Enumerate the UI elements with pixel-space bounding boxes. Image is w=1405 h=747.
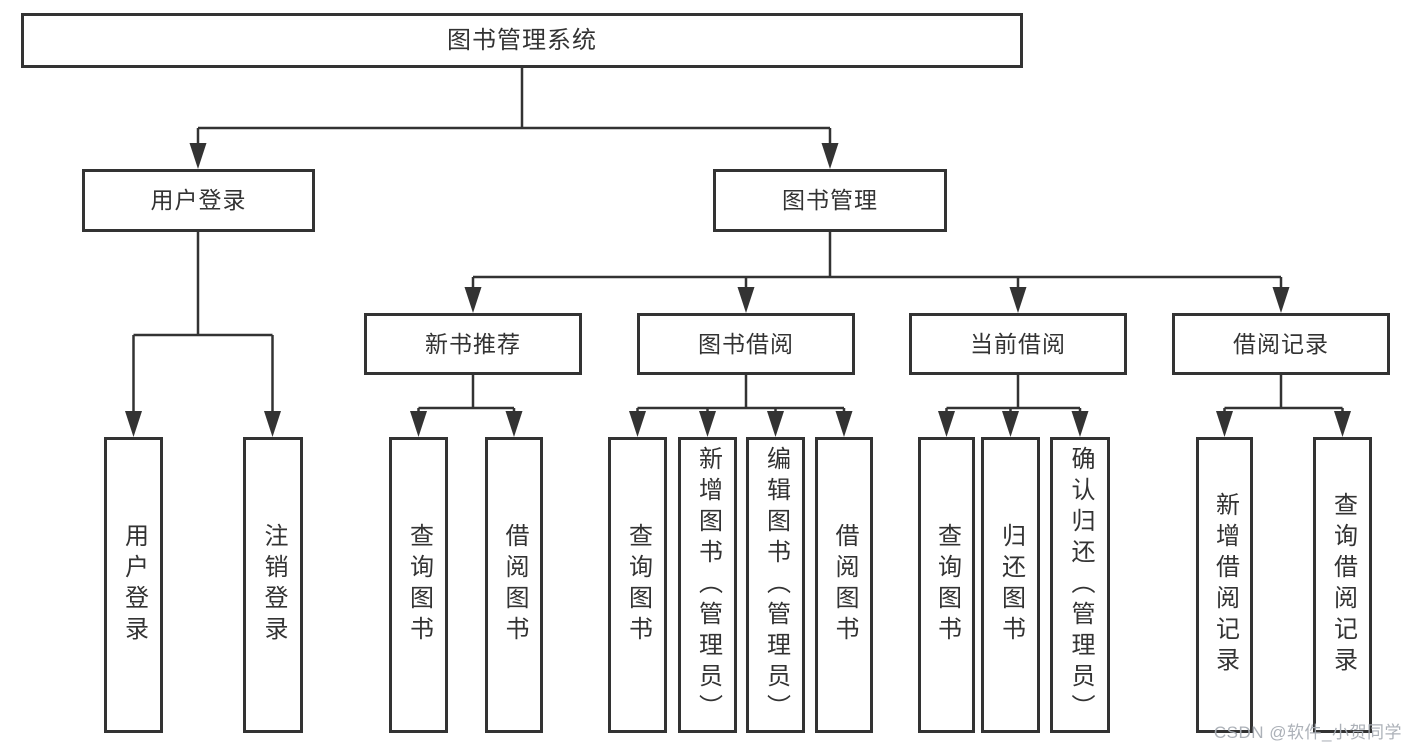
leaf-label: 新增借阅记录 (1211, 492, 1239, 678)
leaf-borrow-books-borrow: 借阅图书 (815, 437, 873, 733)
node-book-management: 图书管理 (713, 169, 947, 232)
leaf-label: 确认归还（管理员） (1067, 445, 1094, 725)
node-label: 图书管理 (782, 187, 878, 213)
leaf-label: 借阅图书 (501, 523, 528, 647)
leaf-label: 查询图书 (624, 523, 652, 647)
leaf-label: 归还图书 (997, 523, 1025, 647)
leaf-label: 用户登录 (120, 523, 148, 647)
leaf-query-borrow-record: 查询借阅记录 (1313, 437, 1372, 733)
leaf-user-login: 用户登录 (104, 437, 163, 733)
csdn-watermark: CSDN @软件_小贺同学 (1213, 723, 1402, 742)
node-label: 新书推荐 (425, 330, 521, 357)
node-label: 图书管理系统 (447, 26, 597, 54)
leaf-query-books-current: 查询图书 (918, 437, 975, 733)
node-label: 图书借阅 (698, 330, 794, 357)
leaf-label: 查询图书 (933, 523, 961, 647)
node-user-login: 用户登录 (82, 169, 315, 232)
node-new-book-recommend: 新书推荐 (364, 313, 582, 375)
leaf-edit-book-admin: 编辑图书（管理员） (746, 437, 805, 733)
node-borrow-records: 借阅记录 (1172, 313, 1390, 375)
node-label: 用户登录 (150, 187, 247, 213)
leaf-label: 借阅图书 (831, 523, 858, 647)
leaf-label: 编辑图书（管理员） (762, 445, 790, 725)
leaf-borrow-books-recommend: 借阅图书 (485, 437, 543, 733)
leaf-logout: 注销登录 (243, 437, 303, 733)
leaf-confirm-return-admin: 确认归还（管理员） (1050, 437, 1110, 733)
node-book-borrow: 图书借阅 (637, 313, 855, 375)
leaf-return-book: 归还图书 (981, 437, 1040, 733)
leaf-add-borrow-record: 新增借阅记录 (1196, 437, 1253, 733)
node-label: 当前借阅 (970, 330, 1066, 357)
node-library-management-system: 图书管理系统 (21, 13, 1023, 68)
leaf-add-book-admin: 新增图书（管理员） (678, 437, 737, 733)
leaf-label: 查询借阅记录 (1329, 492, 1357, 678)
leaf-query-books-recommend: 查询图书 (389, 437, 448, 733)
leaf-query-books-borrow: 查询图书 (608, 437, 667, 733)
node-current-borrow: 当前借阅 (909, 313, 1127, 375)
leaf-label: 查询图书 (405, 523, 433, 647)
leaf-label: 新增图书（管理员） (694, 445, 722, 725)
arrowheads (125, 143, 1351, 437)
node-label: 借阅记录 (1233, 330, 1329, 357)
leaf-label: 注销登录 (260, 523, 287, 647)
